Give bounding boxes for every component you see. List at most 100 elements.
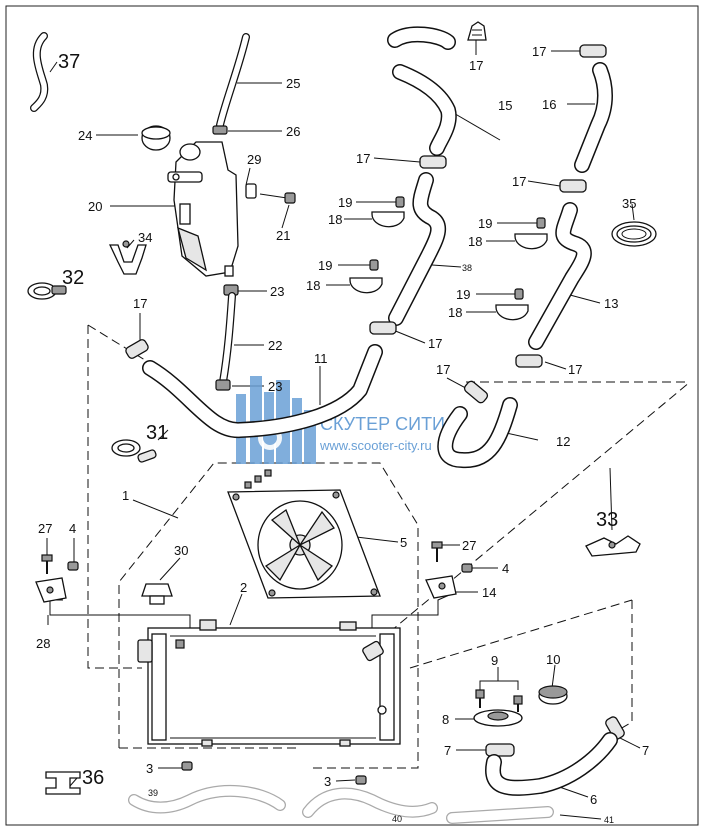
part-17-hose-clamp-lower-left — [369, 321, 397, 335]
callout-12: 12 — [556, 434, 570, 449]
part-24-reservoir-cap — [141, 125, 171, 151]
callout-4-left: 4 — [69, 521, 76, 536]
part-36-bracket — [45, 771, 81, 795]
part-7-hose-clamp-left — [485, 743, 515, 757]
callout-27-left: 27 — [38, 521, 52, 536]
callout-27-right: 27 — [462, 538, 476, 553]
callout-39: 39 — [148, 788, 158, 798]
part-17-hose-clamp-left — [125, 339, 149, 359]
callout-14: 14 — [482, 585, 496, 600]
callout-35: 35 — [622, 196, 636, 211]
part-19-bolt-b — [536, 217, 546, 229]
callout-16: 16 — [542, 97, 556, 112]
part-34-bracket — [108, 240, 147, 275]
part-19-bolt-d — [514, 288, 524, 300]
callout-7-right: 7 — [642, 743, 649, 758]
callout-20: 20 — [88, 199, 102, 214]
callout-11: 11 — [314, 351, 328, 366]
part-26-hose-clip — [212, 125, 228, 135]
part-38-coolant-hose — [388, 172, 447, 326]
part-30-radiator-cap — [141, 583, 173, 605]
callout-17-middle: 17 — [356, 151, 370, 166]
callout-17-near-12: 17 — [436, 362, 450, 377]
part-19-bolt-a — [395, 196, 405, 208]
callout-28: 28 — [36, 636, 50, 651]
callout-38: 38 — [462, 263, 472, 273]
part-31-hose-clamp — [111, 439, 157, 463]
part-20-coolant-reservoir — [167, 141, 239, 277]
callout-18-a: 18 — [328, 212, 342, 227]
part-33-bracket — [585, 535, 641, 557]
part-28-mount-bracket — [35, 577, 67, 603]
part-13-coolant-hose — [528, 202, 592, 350]
callout-31: 31 — [146, 422, 168, 444]
part-9-screw-right — [513, 695, 523, 712]
callout-10: 10 — [546, 652, 560, 667]
part-27-bolt-right — [431, 541, 443, 562]
callout-23-bottom: 23 — [268, 379, 282, 394]
watermark-url: www.scooter-city.ru — [319, 438, 432, 453]
callout-3-right: 3 — [324, 774, 331, 789]
callout-2: 2 — [240, 580, 247, 595]
part-17-hose-clamp-right — [559, 179, 587, 193]
part-6-lower-hose — [485, 732, 618, 796]
callout-5: 5 — [400, 535, 407, 550]
part-25-overflow-hose — [216, 33, 250, 129]
part-3-bolt-left — [181, 761, 193, 771]
part-21-bolt — [259, 192, 296, 204]
part-32-hose-clamp — [27, 282, 67, 300]
part-17-hose-clamp-lower-right — [515, 354, 543, 368]
part-37-small-hose — [30, 32, 49, 112]
callout-30: 30 — [174, 543, 188, 558]
part-12-radiator-hose — [437, 397, 518, 469]
part-5-cooling-fan — [227, 489, 381, 599]
callout-18-b: 18 — [468, 234, 482, 249]
part-40-optional-hose — [302, 787, 438, 818]
part-11-radiator-hose — [142, 344, 383, 438]
callout-34: 34 — [138, 230, 152, 245]
callout-21: 21 — [276, 228, 290, 243]
callout-32: 32 — [62, 267, 84, 289]
part-2-radiator — [137, 619, 401, 747]
callout-33: 33 — [596, 509, 618, 531]
callout-3-left: 3 — [146, 761, 153, 776]
callout-17-top: 17 — [469, 58, 483, 73]
callout-41: 41 — [604, 815, 614, 825]
assembly-outline-dashed — [87, 324, 691, 769]
callout-19-b: 19 — [478, 216, 492, 231]
callout-40: 40 — [392, 814, 402, 824]
part-17-hose-clamp-middle — [419, 155, 447, 169]
part-18-pipe-clamp-c — [349, 277, 383, 294]
part-fan-screws — [244, 469, 272, 489]
part-4-nut-right — [461, 563, 473, 573]
part-17-fitting-top — [467, 21, 487, 41]
part-9-screw-left — [475, 689, 485, 708]
callout-17-top-right: 17 — [532, 44, 546, 59]
callout-8: 8 — [442, 712, 449, 727]
callout-29: 29 — [247, 152, 261, 167]
part-10-cap — [538, 685, 568, 705]
part-14-mount-bracket — [425, 575, 457, 599]
part-18-pipe-clamp-a — [371, 211, 405, 228]
callout-1: 1 — [122, 488, 129, 503]
part-19-bolt-c — [369, 259, 379, 271]
callout-19-d: 19 — [456, 287, 470, 302]
callout-4-right: 4 — [502, 561, 509, 576]
part-7-hose-clamp-right — [605, 716, 625, 740]
part-radiator-drain-screw — [175, 639, 185, 649]
callout-18-c: 18 — [306, 278, 320, 293]
part-17-hose-clamp-near-12 — [463, 380, 489, 404]
part-39-optional-hose — [128, 784, 286, 814]
part-23-fitting-bottom — [215, 379, 231, 391]
callout-25: 25 — [286, 76, 300, 91]
callout-19-a: 19 — [338, 195, 352, 210]
part-16-coolant-hose — [574, 62, 613, 173]
part-15-coolant-hose — [387, 26, 457, 156]
part-3-bolt-right — [355, 775, 367, 785]
callout-37: 37 — [58, 51, 80, 73]
part-29-washer — [245, 183, 257, 199]
callout-23-top: 23 — [270, 284, 284, 299]
part-8-thermostat-housing — [473, 709, 523, 727]
callout-13: 13 — [604, 296, 618, 311]
callout-labels: 37 24 25 26 29 20 21 34 32 23 22 23 17 1… — [36, 44, 649, 825]
